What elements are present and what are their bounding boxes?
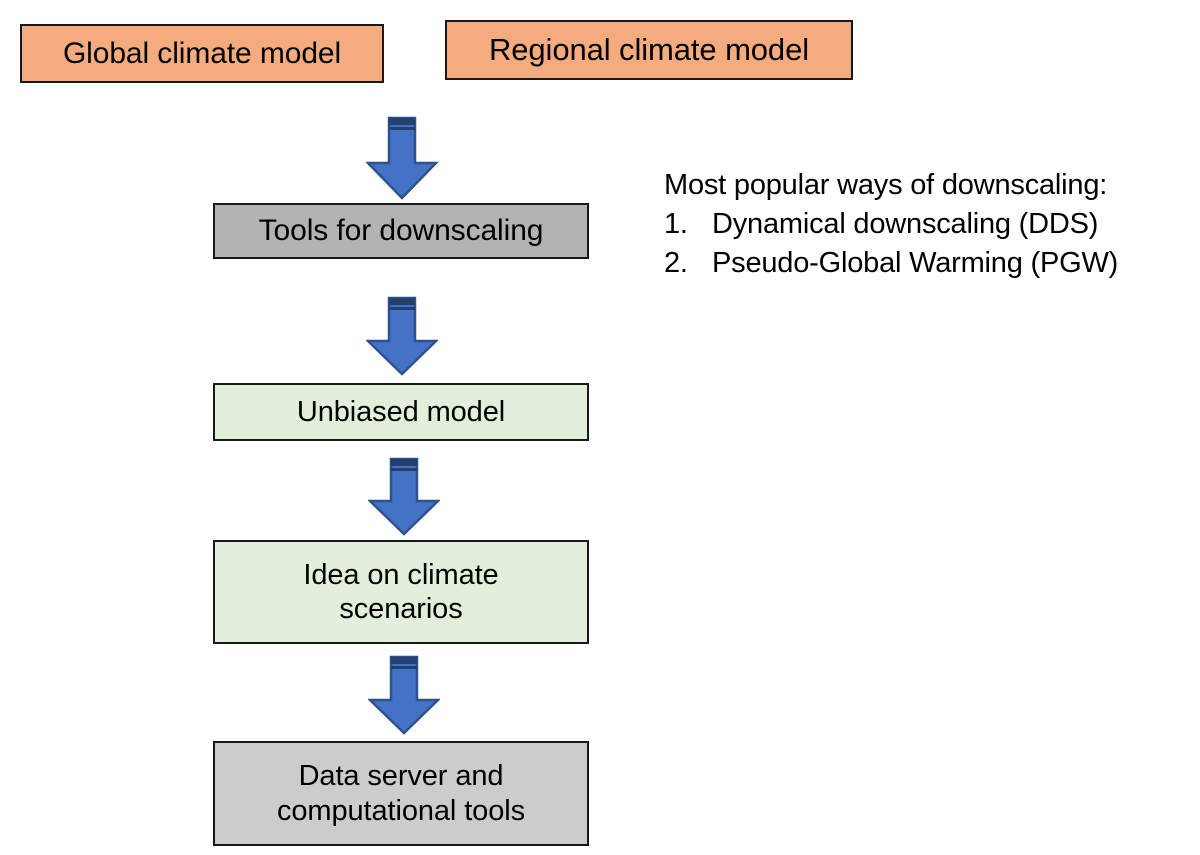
side-note-list: 1. Dynamical downscaling (DDS) 2. Pseudo… — [664, 205, 1184, 283]
node-global-climate-model[interactable]: Global climate model — [20, 24, 384, 83]
side-note-item-1: 1. Dynamical downscaling (DDS) — [664, 205, 1184, 244]
side-note-text-2: Pseudo-Global Warming (PGW) — [712, 246, 1119, 279]
side-note-item-2: 2. Pseudo-Global Warming (PGW) — [664, 244, 1184, 283]
node-unbiased-model[interactable]: Unbiased model — [213, 383, 589, 441]
node-data-server-and-computational-tools[interactable]: Data server and computational tools — [213, 741, 589, 846]
down-arrow-icon-2 — [366, 296, 438, 376]
side-note-marker-2: 2. — [664, 246, 688, 279]
side-note-text-1: Dynamical downscaling (DDS) — [712, 207, 1099, 240]
down-arrow-icon-1 — [366, 116, 438, 200]
node-regional-climate-model[interactable]: Regional climate model — [445, 20, 853, 80]
side-note-marker-1: 1. — [664, 207, 688, 240]
down-arrow-icon-4 — [368, 655, 440, 735]
node-tools-for-downscaling[interactable]: Tools for downscaling — [213, 203, 589, 259]
node-idea-on-climate-scenarios[interactable]: Idea on climate scenarios — [213, 540, 589, 644]
side-note-block: Most popular ways of downscaling: 1. Dyn… — [664, 166, 1184, 283]
side-note-heading: Most popular ways of downscaling: — [664, 169, 1108, 201]
down-arrow-icon-3 — [368, 457, 440, 536]
